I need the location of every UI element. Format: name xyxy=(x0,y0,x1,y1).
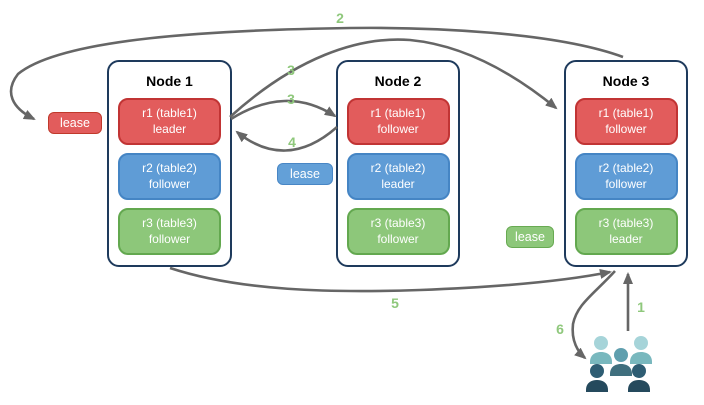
replica-label: r1 (table1) xyxy=(142,105,197,120)
replica-label: r2 (table2) xyxy=(370,160,426,175)
node-2: Node 2 r1 (table1) follower r2 (table2) … xyxy=(336,60,460,267)
step-label-3b: 3 xyxy=(287,91,295,107)
replica-role: follower xyxy=(605,176,647,191)
step-label-5: 5 xyxy=(391,295,399,311)
arrow-step-5-node1-to-node3 xyxy=(169,266,612,293)
replica-role: leader xyxy=(381,176,415,191)
replica-label: r1 (table1) xyxy=(370,105,426,120)
node-3-replica-r1: r1 (table1) follower xyxy=(574,98,678,145)
node-3-title: Node 3 xyxy=(602,73,650,89)
replica-role: follower xyxy=(148,176,191,191)
replica-label: r3 (table3) xyxy=(142,215,197,230)
node-2-replica-r2: r2 (table2) leader xyxy=(346,153,450,200)
node-3: Node 3 r1 (table1) follower r2 (table2) … xyxy=(564,60,688,267)
node-2-replica-r3: r3 (table3) follower xyxy=(346,208,450,255)
lease-badge-blue: lease xyxy=(277,163,333,185)
step-label-4: 4 xyxy=(288,134,296,150)
users-group-icon xyxy=(586,336,652,392)
replica-label: r2 (table2) xyxy=(598,160,654,175)
replica-role: follower xyxy=(148,231,191,246)
node-1-replica-r1: r1 (table1) leader xyxy=(118,98,221,145)
replica-label: r3 (table3) xyxy=(598,215,654,230)
node-1-replica-r2: r2 (table2) follower xyxy=(118,153,221,200)
replica-role: leader xyxy=(609,231,643,246)
node-2-replica-r1: r1 (table1) follower xyxy=(346,98,450,145)
replica-label: r3 (table3) xyxy=(370,215,426,230)
step-label-3a: 3 xyxy=(287,62,295,78)
node-3-replica-r2: r2 (table2) follower xyxy=(574,153,678,200)
node-3-replica-r3: r3 (table3) leader xyxy=(574,208,678,255)
step-label-1: 1 xyxy=(637,299,645,315)
replica-label: r2 (table2) xyxy=(142,160,197,175)
replica-role: follower xyxy=(605,121,647,136)
node-1: Node 1 r1 (table1) leader r2 (table2) fo… xyxy=(107,60,232,267)
arrow-step-2-node3-to-lease xyxy=(9,26,624,121)
replica-role: follower xyxy=(377,231,419,246)
node-1-title: Node 1 xyxy=(146,73,193,89)
step-label-6: 6 xyxy=(556,321,564,337)
node-1-replica-r3: r3 (table3) follower xyxy=(118,208,221,255)
replica-label: r1 (table1) xyxy=(598,105,654,120)
step-label-2: 2 xyxy=(336,10,344,26)
node-2-title: Node 2 xyxy=(374,73,422,89)
lease-badge-green: lease xyxy=(506,226,554,248)
replica-role: follower xyxy=(377,121,419,136)
lease-badge-red: lease xyxy=(48,112,102,134)
replica-role: leader xyxy=(152,121,187,136)
